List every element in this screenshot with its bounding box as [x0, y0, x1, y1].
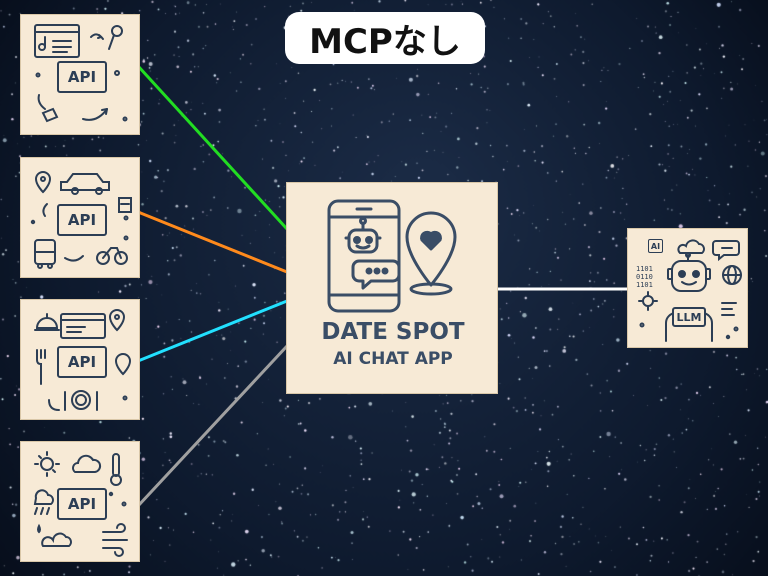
api-card-music: API: [20, 14, 140, 135]
cloud-icon: [677, 239, 705, 254]
connector-api-2: [137, 210, 288, 274]
api-label: API: [57, 346, 107, 378]
globe-icon: [722, 265, 742, 285]
binary-line: 1101: [636, 281, 653, 289]
app-subtitle: AI CHAT APP: [333, 349, 453, 369]
smartphone-icon: [327, 199, 401, 313]
transport-icons: [30, 170, 132, 269]
binary-line: 1101: [636, 265, 653, 273]
music-event-icons: [34, 24, 128, 123]
gear-icon: [638, 291, 658, 311]
binary-line: 0110: [636, 273, 653, 281]
chat-bubble-icon: [351, 259, 401, 290]
app-title: DATE SPOT: [321, 319, 465, 345]
api-label: API: [57, 61, 107, 93]
speech-bubble-icon: [712, 240, 740, 262]
restaurant-icons: [34, 308, 132, 411]
llm-label: LLM: [672, 307, 706, 327]
robot-icon: [665, 252, 713, 342]
connector-api-1: [136, 64, 289, 231]
date-spot-app-card: DATE SPOT AI CHAT APP: [286, 182, 498, 394]
connector-api-4: [136, 344, 289, 508]
connector-api-3: [137, 299, 288, 363]
api-card-transport: API: [20, 157, 140, 278]
heart-location-pin-icon: [405, 211, 457, 296]
api-label: API: [57, 488, 107, 520]
page-title: MCPなし: [285, 12, 485, 64]
ai-badge: AI: [648, 239, 663, 253]
binary-code: 1101 0110 1101: [636, 265, 662, 289]
llm-card: AI 1101 0110 1101 LLM: [627, 228, 748, 348]
api-card-restaurant: API: [20, 299, 140, 420]
api-card-weather: API: [20, 441, 140, 562]
robot-icon: [344, 217, 382, 254]
api-label: API: [57, 204, 107, 236]
weather-icons: [33, 451, 128, 557]
chat-app-illustration: [327, 199, 457, 313]
llm-robot-illustration: [638, 239, 742, 342]
